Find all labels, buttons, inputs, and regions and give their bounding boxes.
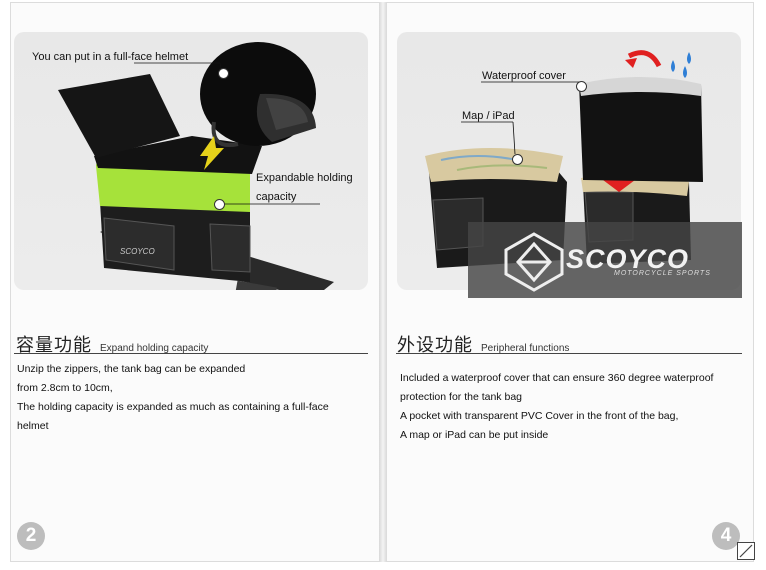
right-body-line: A pocket with transparent PVC Cover in t… — [400, 410, 679, 422]
resize-corner-icon[interactable] — [737, 542, 755, 560]
right-page-number: 4 — [712, 522, 740, 550]
arrow-down-icon — [200, 136, 224, 170]
left-heading-zh: 容量功能 — [16, 335, 92, 355]
brochure-spine — [379, 2, 387, 562]
map-callout-dot — [512, 154, 523, 165]
expandable-callout-dot — [214, 199, 225, 210]
right-section-heading: 外设功能 Peripheral functions — [397, 331, 569, 357]
right-body-line: protection for the tank bag — [400, 391, 522, 403]
waterproof-callout-dot — [576, 81, 587, 92]
helmet-callout-dot — [218, 68, 229, 79]
left-heading-rule — [14, 353, 368, 354]
right-heading-en: Peripheral functions — [481, 343, 570, 354]
watermark-brand: SCOYCO — [566, 244, 690, 274]
map-callout: Map / iPad — [462, 110, 515, 122]
waterproof-callout: Waterproof cover — [482, 70, 566, 82]
svg-text:SCOYCO: SCOYCO — [120, 247, 155, 256]
waterproof-cover — [579, 84, 703, 182]
rain-drop-icon — [671, 52, 691, 78]
expandable-bag-illustration: SCOYCO — [58, 42, 334, 302]
left-body-line: from 2.8cm to 10cm, — [17, 382, 113, 394]
left-body-line: helmet — [17, 420, 49, 432]
right-body-text: Included a waterproof cover that can ens… — [400, 369, 740, 445]
left-product-photo: SCOYCO — [14, 32, 368, 302]
helmet-callout: You can put in a full-face helmet — [32, 51, 189, 63]
left-body-line: Unzip the zippers, the tank bag can be e… — [17, 363, 246, 375]
left-section-heading: 容量功能 Expand holding capacity — [16, 331, 208, 357]
left-body-text: Unzip the zippers, the tank bag can be e… — [17, 360, 367, 436]
helmet-icon — [200, 42, 316, 147]
right-body-line: Included a waterproof cover that can ens… — [400, 372, 714, 384]
watermark-tagline: MOTORCYCLE SPORTS — [614, 270, 711, 277]
right-heading-zh: 外设功能 — [397, 335, 473, 355]
brand-watermark: SCOYCO MOTORCYCLE SPORTS — [468, 222, 742, 298]
right-body-line: A map or iPad can be put inside — [400, 429, 549, 441]
expansion-band — [96, 166, 250, 212]
right-heading-rule — [396, 353, 742, 354]
left-heading-en: Expand holding capacity — [100, 343, 209, 354]
expandable-callout-line2: capacity — [256, 191, 297, 203]
expandable-callout-line1: Expandable holding — [256, 172, 353, 184]
left-page-number: 2 — [17, 522, 45, 550]
scoyco-logo-icon — [504, 232, 564, 292]
left-body-line: The holding capacity is expanded as much… — [17, 401, 329, 413]
